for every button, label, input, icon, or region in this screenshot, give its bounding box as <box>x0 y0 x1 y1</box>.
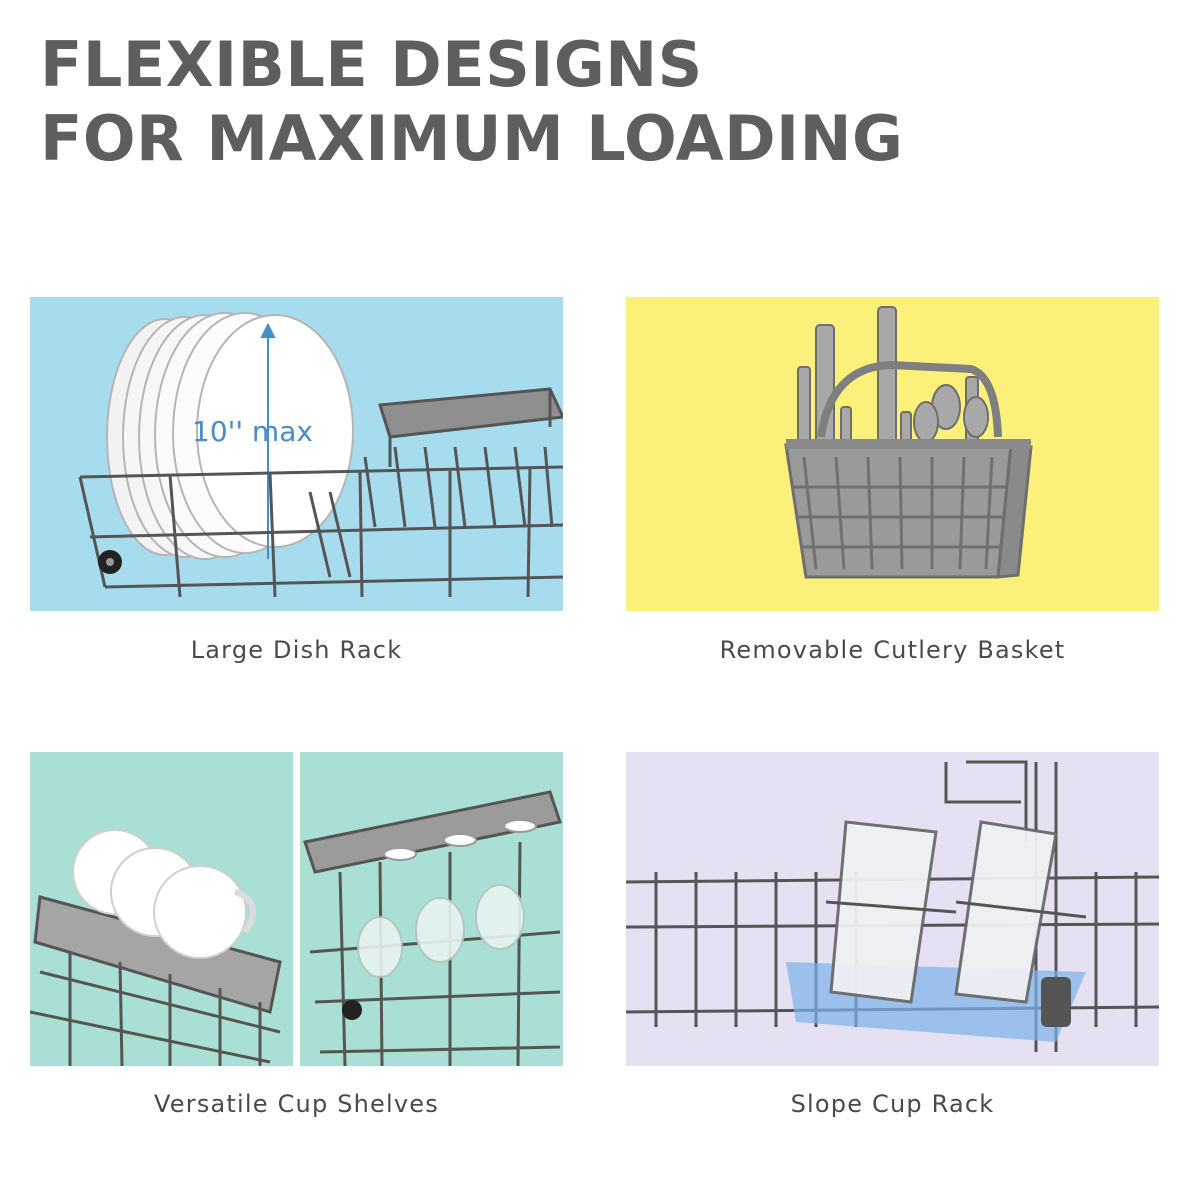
headline: FLEXIBLE DESIGNS FOR MAXIMUM LOADING <box>40 28 903 176</box>
slope-cup-rack-illustration <box>626 760 1159 1052</box>
caption-cup-shelves: Versatile Cup Shelves <box>154 1090 439 1118</box>
slope-cup-rack-image <box>626 752 1159 1066</box>
caption-dish-rack: Large Dish Rack <box>190 636 403 664</box>
cutlery-basket-illustration <box>784 306 1033 579</box>
plates <box>106 312 354 560</box>
cutlery-basket-image <box>626 297 1159 611</box>
tumblers <box>829 820 1058 1004</box>
dish-rack-image: 10'' max <box>30 297 563 611</box>
size-annotation: 10'' max <box>192 415 313 448</box>
caption-slope-cup-rack: Slope Cup Rack <box>790 1090 995 1118</box>
cup-shelves-illustration <box>30 752 563 1066</box>
caption-cutlery-basket: Removable Cutlery Basket <box>719 636 1066 664</box>
mugs <box>72 829 256 959</box>
headline-line-1: FLEXIBLE DESIGNS <box>40 28 703 101</box>
dish-rack-illustration: 10'' max <box>78 312 563 598</box>
cup-shelves-image <box>30 752 563 1066</box>
headline-line-2: FOR MAXIMUM LOADING <box>40 102 904 175</box>
wine-glasses <box>357 884 525 978</box>
